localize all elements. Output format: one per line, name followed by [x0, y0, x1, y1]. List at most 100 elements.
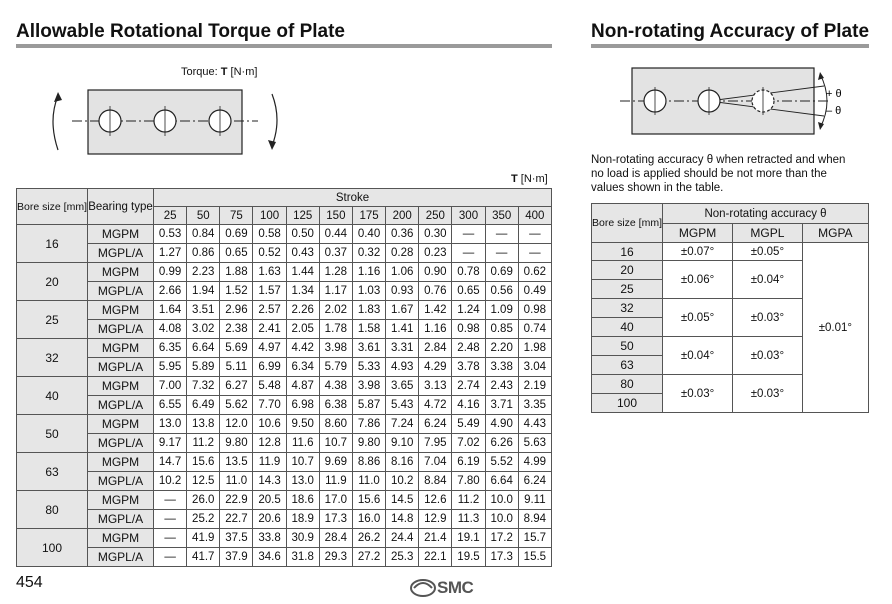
torque-value-cell: 1.03: [351, 281, 387, 301]
torque-value-cell: 0.56: [484, 281, 519, 301]
torque-value-cell: 0.32: [351, 243, 387, 263]
torque-value-cell: 7.70: [252, 395, 287, 415]
torque-value-cell: 5.89: [186, 357, 221, 377]
torque-value-cell: 14.7: [153, 452, 188, 472]
torque-value-cell: 13.0: [285, 471, 320, 491]
torque-value-cell: 11.0: [351, 471, 387, 491]
torque-value-cell: 3.78: [451, 357, 486, 377]
accuracy-hole-left-icon: [643, 87, 667, 115]
torque-value-cell: 1.09: [484, 300, 519, 320]
table-unit-label: T [N·m]: [511, 173, 548, 185]
torque-value-cell: 0.99: [153, 262, 188, 282]
accuracy-table: Bore size [mm] Non-rotating accuracy θ M…: [590, 203, 870, 413]
torque-value-cell: 7.02: [451, 433, 486, 453]
torque-value-cell: 7.32: [186, 376, 221, 396]
torque-value-cell: 17.3: [318, 509, 353, 529]
torque-value-cell: 1.58: [351, 319, 387, 339]
accuracy-mgpm-cell: ±0.07°: [662, 242, 734, 261]
torque-value-cell: 0.98: [517, 300, 553, 320]
torque-value-cell: 2.74: [451, 376, 486, 396]
torque-value-cell: 11.3: [451, 509, 486, 529]
torque-value-cell: 27.2: [351, 547, 387, 567]
torque-value-cell: 7.80: [451, 471, 486, 491]
torque-value-cell: 12.8: [252, 433, 287, 453]
torque-value-cell: 0.62: [517, 262, 553, 282]
stroke-125-header: 125: [285, 206, 320, 225]
bearing-type-cell: MGPL/A: [87, 357, 155, 377]
accuracy-mgpl-cell: ±0.05°: [732, 242, 803, 261]
bearing-type-cell: MGPL/A: [87, 433, 155, 453]
torque-value-cell: 3.04: [517, 357, 553, 377]
torque-value-cell: 5.33: [351, 357, 387, 377]
torque-value-cell: 12.6: [418, 490, 453, 510]
torque-value-cell: 2.57: [252, 300, 287, 320]
torque-value-cell: 6.27: [219, 376, 254, 396]
torque-value-cell: 9.80: [351, 433, 387, 453]
accuracy-header: Non-rotating accuracy θ: [662, 203, 869, 224]
bore-size-cell: 32: [15, 338, 89, 377]
torque-value-cell: 4.99: [517, 452, 553, 472]
col-mgpm-header: MGPM: [662, 223, 734, 243]
torque-value-cell: 31.8: [285, 547, 320, 567]
torque-value-cell: 17.2: [484, 528, 519, 548]
torque-value-cell: 11.2: [451, 490, 486, 510]
stroke-175-header: 175: [351, 206, 387, 225]
bearing-type-cell: MGPL/A: [87, 547, 155, 567]
torque-value-cell: 6.24: [418, 414, 453, 434]
accuracy-mgpm-cell: ±0.05°: [662, 298, 734, 337]
torque-value-cell: 4.42: [285, 338, 320, 358]
stroke-header: Stroke: [153, 188, 552, 207]
torque-value-cell: —: [484, 224, 519, 244]
accuracy-bore-cell: 50: [590, 336, 664, 356]
torque-value-cell: 4.08: [153, 319, 188, 339]
torque-value-cell: 14.3: [252, 471, 287, 491]
torque-value-cell: 5.69: [219, 338, 254, 358]
torque-value-cell: 6.19: [451, 452, 486, 472]
stroke-50-header: 50: [186, 206, 221, 225]
torque-value-cell: 1.06: [385, 262, 420, 282]
left-title-rule: [16, 44, 552, 48]
torque-value-cell: 11.9: [252, 452, 287, 472]
torque-value-cell: —: [517, 224, 553, 244]
torque-value-cell: 1.27: [153, 243, 188, 263]
bore-size-cell: 63: [15, 452, 89, 491]
torque-value-cell: 25.3: [385, 547, 420, 567]
torque-value-cell: —: [153, 547, 188, 567]
torque-value-cell: 1.16: [418, 319, 453, 339]
torque-value-cell: 3.38: [484, 357, 519, 377]
torque-value-cell: 3.65: [385, 376, 420, 396]
torque-value-cell: 37.9: [219, 547, 254, 567]
torque-value-cell: 5.79: [318, 357, 353, 377]
torque-value-cell: 10.7: [285, 452, 320, 472]
accuracy-mgpm-cell: ±0.03°: [662, 374, 734, 413]
torque-value-cell: 14.8: [385, 509, 420, 529]
torque-value-cell: 3.31: [385, 338, 420, 358]
torque-value-cell: 29.3: [318, 547, 353, 567]
torque-value-cell: 26.0: [186, 490, 221, 510]
torque-value-cell: 10.7: [318, 433, 353, 453]
torque-value-cell: 0.65: [219, 243, 254, 263]
torque-value-cell: 13.8: [186, 414, 221, 434]
torque-value-cell: 7.04: [418, 452, 453, 472]
torque-value-cell: —: [153, 490, 188, 510]
accuracy-diagram: + θ – θ: [620, 67, 842, 135]
torque-value-cell: 12.9: [418, 509, 453, 529]
torque-value-cell: 41.7: [186, 547, 221, 567]
torque-value-cell: 25.2: [186, 509, 221, 529]
stroke-100-header: 100: [252, 206, 287, 225]
torque-value-cell: 1.44: [285, 262, 320, 282]
torque-value-cell: 0.98: [451, 319, 486, 339]
torque-value-cell: 24.4: [385, 528, 420, 548]
plus-theta-label: + θ: [826, 88, 842, 100]
bearing-type-cell: MGPL/A: [87, 281, 155, 301]
